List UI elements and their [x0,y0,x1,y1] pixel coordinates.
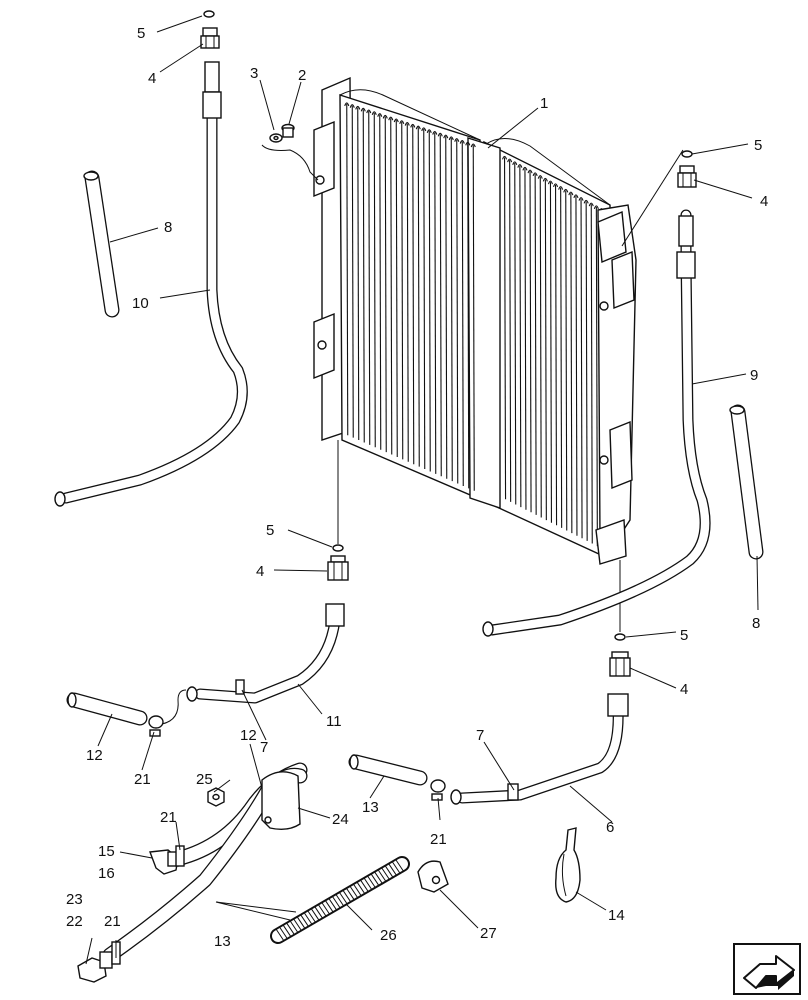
callout-4-top-right: 4 [760,193,768,210]
callout-3: 3 [250,65,258,82]
callout-4-top-left: 4 [148,70,156,87]
lock-washer [269,133,283,143]
callout-2: 2 [298,67,306,84]
callout-8-left: 8 [164,219,172,236]
elbow-fitting-lower [77,951,113,983]
callout-23: 23 [66,891,83,908]
cap-screw [281,123,295,138]
short-sleeve-12 [66,692,148,726]
callout-14: 14 [608,907,625,924]
callout-8-right: 8 [752,615,760,632]
o-ring-top-left [203,10,215,18]
hose-clamp-a [148,715,164,737]
callout-12-long: 12 [240,727,257,744]
callout-5-mid-left: 5 [266,522,274,539]
cooler-fins-left [344,102,476,491]
callout-13-short: 13 [362,799,379,816]
adapter-fitting-top-left [200,27,220,49]
callout-7-left: 7 [260,739,268,756]
hose-clamp-c [175,845,185,867]
callout-13-long: 13 [214,933,231,950]
protective-sleeve-right [729,404,764,560]
cable-tie [555,827,581,903]
callout-labels: 1 2 3 5 4 5 4 8 10 9 5 4 8 5 4 11 7 12 2… [66,25,768,950]
callout-21-d: 21 [104,913,121,930]
o-ring-mid-right [614,633,626,641]
callout-11: 11 [326,713,342,730]
callout-25: 25 [196,771,213,788]
cooler-tube-right [482,209,711,637]
elbow-fitting-upper [149,849,179,875]
callout-9: 9 [750,367,758,384]
leader-lines [85,15,759,965]
callout-21-b: 21 [430,831,447,848]
callout-21-a: 21 [134,771,151,788]
callout-4-mid-right: 4 [680,681,688,698]
callout-16: 16 [98,865,115,882]
o-ring-top-right [681,150,693,158]
protective-sleeve-left [83,170,120,318]
cooler-core-left [339,94,483,502]
callout-22: 22 [66,913,83,930]
callout-6: 6 [606,819,614,836]
callout-26: 26 [380,927,397,944]
callout-5-top-left: 5 [137,25,145,42]
return-tube-right [450,693,629,805]
callout-1: 1 [540,95,548,112]
oil-cooler [313,76,637,565]
p-clip [417,860,449,893]
hex-nut [207,787,225,807]
spiral-wrap [270,856,410,944]
adapter-fitting-mid-left [327,555,349,581]
o-ring-mid-left [332,544,344,552]
return-tube-left [186,603,345,704]
cooler-tube-left [54,61,248,507]
callout-4-mid-left: 4 [256,563,264,580]
short-sleeve-13 [348,754,428,786]
callout-21-c: 21 [160,809,177,826]
callout-7-right: 7 [476,727,484,744]
callout-24: 24 [332,811,349,828]
hose-clamp-b [430,779,446,801]
callout-10: 10 [132,295,149,312]
callout-5-top-right: 5 [754,137,762,154]
adapter-fitting-top-right [677,165,697,188]
callout-12-short: 12 [86,747,103,764]
next-page-arrow-icon [743,955,795,990]
callout-27: 27 [480,925,497,942]
hose-clamp-bracket [261,771,301,831]
callout-5-mid-right: 5 [680,627,688,644]
next-page-button[interactable] [733,943,801,995]
adapter-fitting-mid-right [609,651,631,677]
callout-15: 15 [98,843,115,860]
